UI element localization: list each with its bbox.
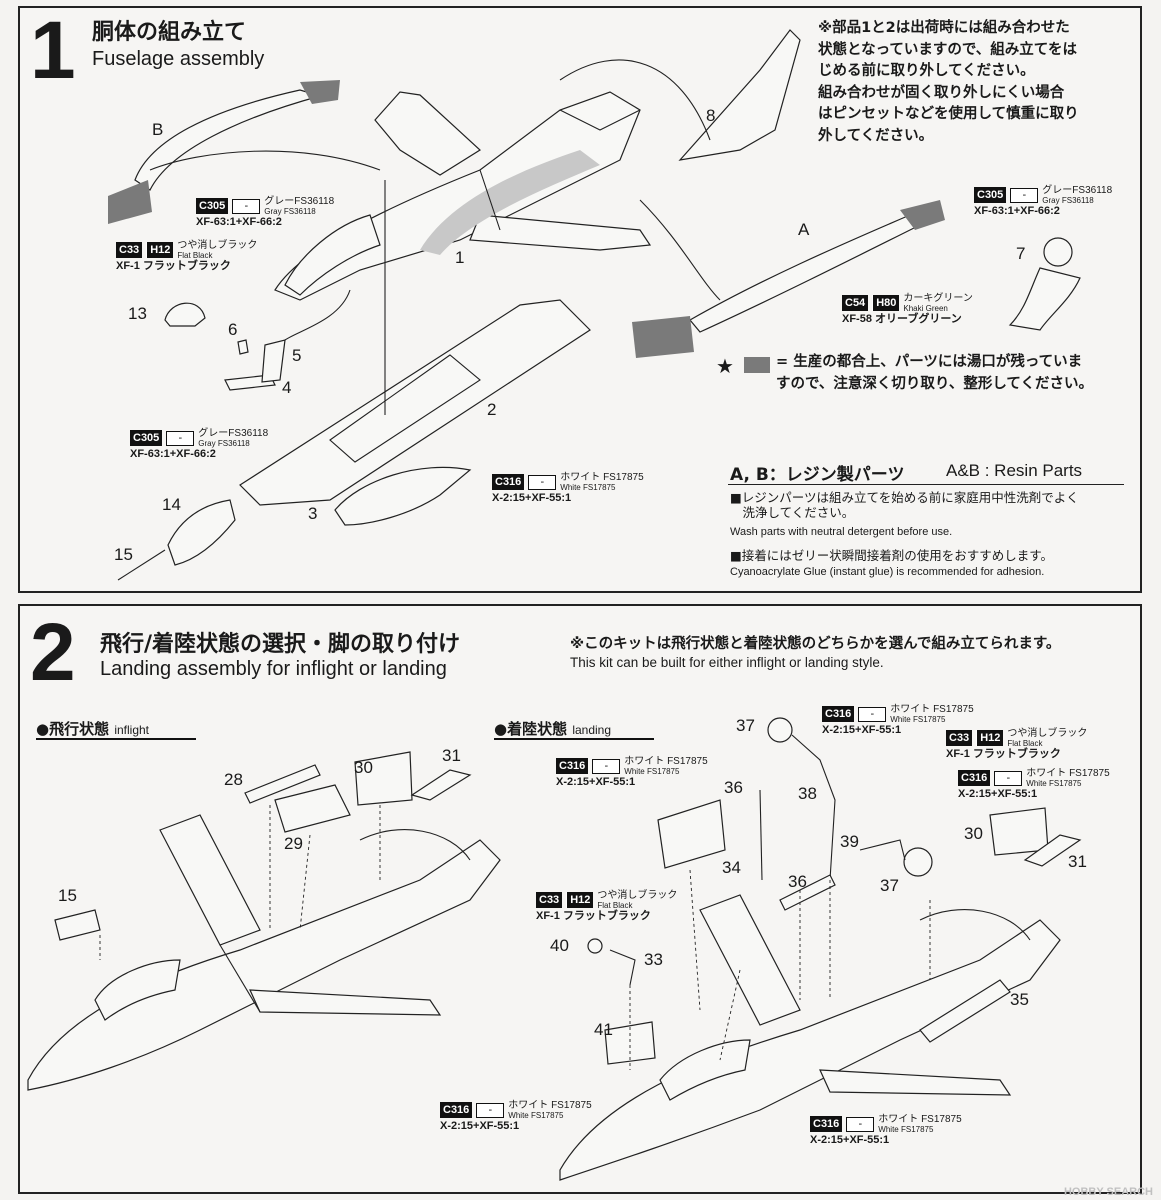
part-7-pilot-figure — [1008, 237, 1081, 331]
part-number-13: 13 — [128, 304, 147, 323]
part-13-component — [164, 302, 206, 327]
part-34-door — [657, 799, 726, 869]
step1-removal-note: ※部品1と2は出荷時には組み合わせた 状態となっていますので、組み立てをは じめ… — [818, 20, 1079, 144]
resin-divider — [728, 484, 1124, 485]
step2-title-en: Landing assembly for inflight or landing — [100, 658, 447, 680]
landing-underline — [494, 738, 654, 740]
part-15-pitot — [117, 549, 166, 581]
part-number-4: 4 — [282, 378, 292, 397]
gate-swatch — [744, 357, 770, 373]
part-a-resin-spine — [632, 200, 945, 358]
part-37-wheel-right — [903, 847, 933, 877]
part-4-5-6-seat — [224, 339, 286, 391]
part-33-strut — [609, 949, 636, 986]
part-number-29: 29 — [284, 834, 303, 853]
part-number-33: 33 — [644, 950, 663, 969]
part-number-14: 14 — [162, 495, 181, 514]
part-number-36b: 36 — [788, 872, 807, 891]
label-a: A — [798, 220, 810, 239]
part-number-36a: 36 — [724, 778, 743, 797]
part-3-component — [334, 466, 472, 526]
part-31-panel — [410, 769, 472, 801]
landing-heading: ●着陸状態 landing — [494, 720, 612, 738]
inflight-underline — [36, 738, 196, 740]
resin-glue-en: Cyanoacrylate Glue (instant glue) is rec… — [730, 566, 1045, 578]
part-number-34: 34 — [722, 858, 741, 877]
landing-aircraft — [559, 894, 1061, 1181]
label-b: B — [152, 120, 164, 139]
part-31-panel-landing — [1023, 834, 1082, 867]
part-number-40: 40 — [550, 936, 569, 955]
part-28-door — [244, 764, 321, 804]
resin-wash-jp: ■レジンパーツは組み立てを始める前に家庭用中性洗剤でよく 洗浄してください。 — [730, 490, 1079, 520]
part-number-38: 38 — [798, 784, 817, 803]
part-15-cover — [54, 909, 101, 941]
part-number-37b: 37 — [880, 876, 899, 895]
part-number-31a: 31 — [442, 746, 461, 765]
step2-title-jp: 飛行/着陸状態の選択・脚の取り付け — [100, 632, 461, 657]
gate-note: = 生産の都合上、パーツには湯口が残っていま すので、注意深く切り取り、整形して… — [776, 354, 1093, 392]
part-8-vertical-tail — [678, 29, 801, 161]
step1-diagram — [108, 29, 1081, 581]
part-14-nose-cone — [167, 499, 236, 566]
part-number-8: 8 — [706, 106, 716, 125]
star-icon: ★ — [716, 354, 734, 378]
part-number-5: 5 — [292, 346, 302, 365]
part-b-resin-fairing — [108, 80, 340, 224]
part-number-37a: 37 — [736, 716, 755, 735]
part-30-panel-landing — [989, 807, 1049, 856]
part-number-30a: 30 — [354, 758, 373, 777]
part-number-31b: 31 — [1068, 852, 1087, 871]
part-35-door — [919, 979, 1011, 1043]
part-number-41: 41 — [594, 1020, 613, 1039]
part-number-15: 15 — [114, 545, 133, 564]
step2-option-note-en: This kit can be built for either infligh… — [570, 655, 884, 670]
part-number-6: 6 — [228, 320, 238, 339]
part-40-wheel — [587, 938, 603, 954]
part-1-fuselage-upper — [274, 91, 652, 301]
step2-number: 2 — [30, 607, 76, 698]
inflight-aircraft — [27, 814, 501, 1091]
part-number-7: 7 — [1016, 244, 1026, 263]
resin-heading-en: A&B : Resin Parts — [946, 461, 1083, 480]
step2-option-note-jp: ※このキットは飛行状態と着陸状態のどちらかを選んで組み立てられます。 — [570, 636, 1061, 652]
part-36-door-lower — [779, 874, 836, 911]
part-number-30b: 30 — [964, 824, 983, 843]
step1-title-jp: 胴体の組み立て — [92, 20, 247, 45]
resin-glue-jp: ■接着にはゼリー状瞬間接着剤の使用をおすすめします。 — [730, 548, 1054, 563]
inflight-heading: ●飛行状態 inflight — [36, 720, 150, 738]
part-number-28: 28 — [224, 770, 243, 789]
watermark: HOBBY SEARCH — [1063, 1186, 1153, 1198]
part-37-wheel-top — [767, 717, 793, 743]
resin-wash-en: Wash parts with neutral detergent before… — [730, 526, 953, 538]
step1-title-en: Fuselage assembly — [92, 48, 265, 70]
part-41-door — [604, 1021, 656, 1065]
part-number-2: 2 — [487, 400, 497, 419]
part-29-door — [274, 784, 351, 833]
part-2-fuselage-lower — [239, 299, 591, 506]
part-number-15b: 15 — [58, 886, 77, 905]
part-30-panel — [354, 751, 413, 806]
part-number-35: 35 — [1010, 990, 1029, 1009]
resin-heading-jp: A, B：レジン製パーツ — [730, 465, 905, 485]
part-number-3: 3 — [308, 504, 318, 523]
step1-number: 1 — [30, 5, 76, 96]
part-number-39: 39 — [840, 832, 859, 851]
part-number-1: 1 — [455, 248, 465, 267]
